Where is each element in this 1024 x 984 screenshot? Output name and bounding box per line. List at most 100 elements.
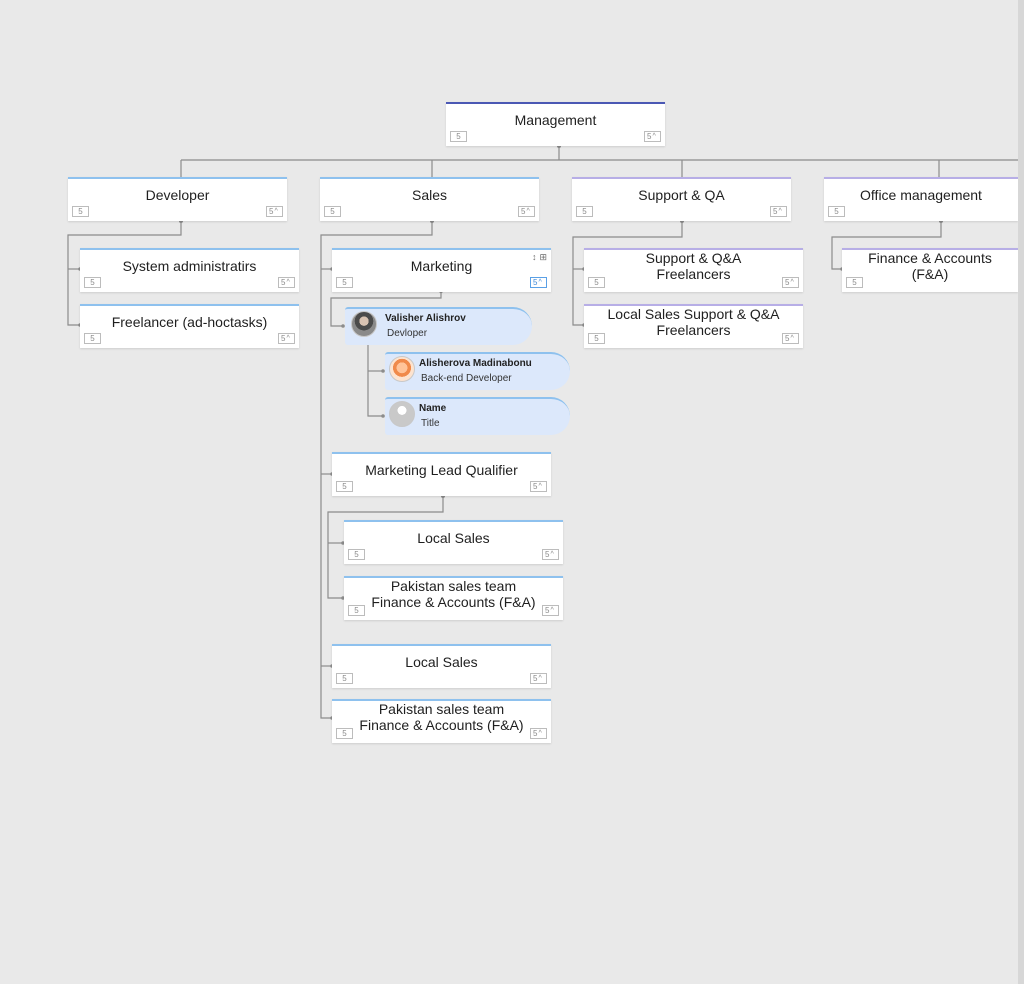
child-count-badge: 5 <box>846 277 863 288</box>
node-title: Sales <box>411 187 448 203</box>
expand-toggle[interactable]: 5^ <box>530 481 547 492</box>
child-count-badge: 5 <box>84 333 101 344</box>
chevron-up-icon: ^ <box>286 335 290 342</box>
node-office-management[interactable]: Office management 5 <box>824 177 1018 221</box>
node-title: Developer <box>145 187 210 203</box>
chevron-up-icon: ^ <box>538 675 542 682</box>
count-label: 5 <box>533 278 538 287</box>
chevron-up-icon: ^ <box>550 607 554 614</box>
expand-toggle[interactable]: 5^ <box>530 277 547 288</box>
child-count-badge: 5 <box>348 605 365 616</box>
node-title: Office management <box>860 187 982 203</box>
child-count-badge: 5 <box>324 206 341 217</box>
node-marketing-lead-qualifier[interactable]: Marketing Lead Qualifier 5 5^ <box>332 452 551 496</box>
layout-grid-icon[interactable]: ⊞ <box>539 252 547 262</box>
chevron-up-icon: ^ <box>790 279 794 286</box>
node-title: Freelancer (ad-hoctasks) <box>111 314 268 330</box>
count-label: 5 <box>545 606 550 615</box>
person-card-alisherova[interactable]: Alisherova Madinabonu Back-end Developer <box>385 352 570 390</box>
node-support-freelancers[interactable]: Support & Q&A Freelancers 5 5^ <box>584 248 803 292</box>
child-count-badge: 5 <box>336 481 353 492</box>
node-pakistan-sales-team[interactable]: Pakistan sales team Finance & Accounts (… <box>332 699 551 743</box>
person-name: Name <box>419 403 447 414</box>
expand-toggle[interactable]: 5^ <box>644 131 661 142</box>
child-count-badge: 5 <box>450 131 467 142</box>
count-label: 5 <box>281 334 286 343</box>
count-label: 5 <box>545 550 550 559</box>
chevron-up-icon: ^ <box>778 208 782 215</box>
expand-toggle[interactable]: 5^ <box>770 206 787 217</box>
chevron-up-icon: ^ <box>286 279 290 286</box>
person-name: Alisherova Madinabonu <box>419 358 532 369</box>
node-tools: ↕ ⊞ <box>532 252 547 262</box>
person-card-placeholder[interactable]: Name Title <box>385 397 570 435</box>
node-title: Finance & Accounts (F&A) <box>868 250 992 282</box>
node-management[interactable]: Management 5 5^ <box>446 102 665 146</box>
count-label: 5 <box>281 278 286 287</box>
avatar <box>351 311 377 337</box>
avatar <box>389 401 415 427</box>
child-count-badge: 5 <box>72 206 89 217</box>
child-count-badge: 5 <box>336 277 353 288</box>
expand-toggle[interactable]: 5^ <box>530 673 547 684</box>
child-count-badge: 5 <box>828 206 845 217</box>
node-marketing[interactable]: Marketing ↕ ⊞ 5 5^ <box>332 248 551 292</box>
node-local-sales-support[interactable]: Local Sales Support & Q&A Freelancers 5 … <box>584 304 803 348</box>
chevron-up-icon: ^ <box>790 335 794 342</box>
node-pakistan-sales-team[interactable]: Pakistan sales team Finance & Accounts (… <box>344 576 563 620</box>
expand-toggle[interactable]: 5^ <box>782 277 799 288</box>
child-count-badge: 5 <box>84 277 101 288</box>
count-label: 5 <box>269 207 274 216</box>
expand-toggle[interactable]: 5^ <box>542 549 559 560</box>
count-label: 5 <box>647 132 652 141</box>
count-label: 5 <box>785 334 790 343</box>
expand-toggle[interactable]: 5^ <box>542 605 559 616</box>
chevron-up-icon: ^ <box>526 208 530 215</box>
chevron-up-icon: ^ <box>550 551 554 558</box>
node-system-administrators[interactable]: System administratirs 5 5^ <box>80 248 299 292</box>
node-sales[interactable]: Sales 5 5^ <box>320 177 539 221</box>
node-local-sales[interactable]: Local Sales 5 5^ <box>344 520 563 564</box>
node-title: Marketing Lead Qualifier <box>365 462 518 478</box>
person-title: Back-end Developer <box>421 373 512 384</box>
count-label: 5 <box>533 729 538 738</box>
count-label: 5 <box>785 278 790 287</box>
node-developer[interactable]: Developer 5 5^ <box>68 177 287 221</box>
node-freelancer[interactable]: Freelancer (ad-hoctasks) 5 5^ <box>80 304 299 348</box>
chevron-up-icon: ^ <box>538 483 542 490</box>
node-local-sales[interactable]: Local Sales 5 5^ <box>332 644 551 688</box>
expand-toggle[interactable]: 5^ <box>278 277 295 288</box>
person-title: Title <box>421 418 440 429</box>
node-title: Local Sales <box>417 530 490 546</box>
person-card-valisher[interactable]: Valisher Alishrov Devloper <box>345 307 532 345</box>
expand-toggle[interactable]: 5^ <box>782 333 799 344</box>
node-finance-accounts[interactable]: Finance & Accounts (F&A) 5 <box>842 248 1018 292</box>
child-count-badge: 5 <box>336 728 353 739</box>
count-label: 5 <box>533 674 538 683</box>
expand-toggle[interactable]: 5^ <box>278 333 295 344</box>
person-name: Valisher Alishrov <box>385 313 466 324</box>
node-title: Support & Q&A Freelancers <box>645 250 742 282</box>
child-count-badge: 5 <box>588 277 605 288</box>
node-title: Management <box>514 112 597 128</box>
chevron-up-icon: ^ <box>538 279 542 286</box>
node-support-qa[interactable]: Support & QA 5 5^ <box>572 177 791 221</box>
sort-icon[interactable]: ↕ <box>531 252 537 262</box>
count-label: 5 <box>773 207 778 216</box>
node-title: Pakistan sales team Finance & Accounts (… <box>359 701 524 733</box>
person-title: Devloper <box>387 328 428 339</box>
expand-toggle[interactable]: 5^ <box>266 206 283 217</box>
expand-toggle[interactable]: 5^ <box>530 728 547 739</box>
chevron-up-icon: ^ <box>538 730 542 737</box>
chevron-up-icon: ^ <box>274 208 278 215</box>
child-count-badge: 5 <box>588 333 605 344</box>
node-title: Pakistan sales team Finance & Accounts (… <box>371 578 536 610</box>
child-count-badge: 5 <box>576 206 593 217</box>
avatar <box>389 356 415 382</box>
scrollbar[interactable] <box>1018 0 1024 984</box>
node-title: System administratirs <box>122 258 257 274</box>
expand-toggle[interactable]: 5^ <box>518 206 535 217</box>
child-count-badge: 5 <box>348 549 365 560</box>
node-title: Marketing <box>410 258 473 274</box>
